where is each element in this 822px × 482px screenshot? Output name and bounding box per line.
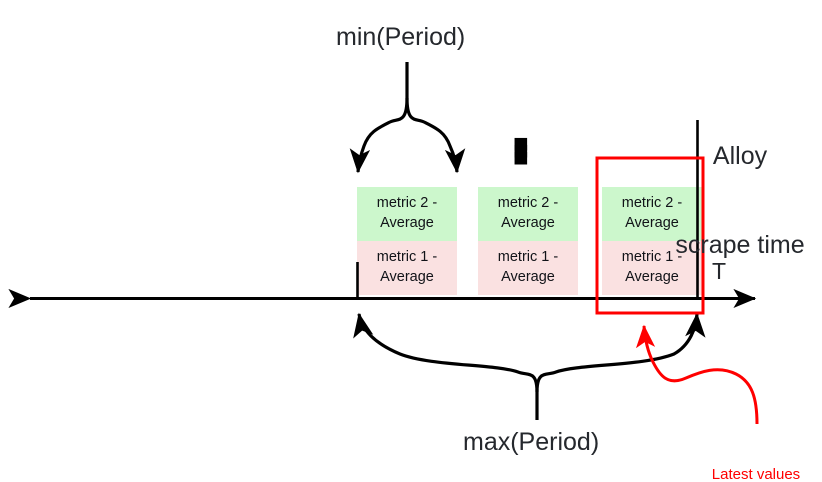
metric-2-cell: metric 2 - Average (602, 187, 702, 241)
period-group-2: metric 2 - Average metric 1 - Average (478, 187, 578, 295)
metric-2-line1: metric 2 - (376, 195, 438, 212)
max-period-label: max(Period) (463, 428, 600, 456)
metric-1-line1: metric 1 - (497, 249, 559, 266)
metric-1-line2: Average (501, 269, 555, 285)
metric-1-cell: metric 1 - Average (478, 241, 578, 295)
metric-2-line2: Average (380, 215, 434, 231)
metric-1-line1: metric 1 - (376, 249, 438, 266)
latest-values-pointer-arrow (635, 324, 759, 425)
period-group-3: metric 2 - Average metric 1 - Average (602, 187, 702, 295)
metric-2-line1: metric 2 - (621, 195, 683, 212)
metric-1-line1: metric 1 - (621, 249, 683, 266)
latest-values-line1: Latest values (711, 465, 801, 482)
alloy-scrape-time-line1: Alloy (712, 142, 768, 170)
latest-values-label: Latest values picked (693, 429, 819, 482)
axis-label-t: T (712, 258, 727, 284)
metric-1-cell: metric 1 - Average (602, 241, 702, 295)
metric-1-line2: Average (380, 269, 434, 285)
metric-2-cell: metric 2 - Average (478, 187, 578, 241)
metric-2-line1: metric 2 - (497, 195, 559, 212)
metric-1-line2: Average (625, 269, 679, 285)
metric-2-line2: Average (625, 215, 679, 231)
metric-2-line2: Average (501, 215, 555, 231)
metric-2-cell: metric 2 - Average (357, 187, 457, 241)
min-period-label: min(Period) (336, 23, 466, 51)
period-group-1: metric 2 - Average metric 1 - Average (357, 187, 457, 295)
alloy-scrape-time-line2: scrape time (675, 230, 805, 259)
min-period-arrow (349, 62, 466, 174)
latest-values-highlight-box (595, 156, 705, 315)
metric-1-cell: metric 1 - Average (357, 241, 457, 295)
max-period-arrow (353, 312, 706, 420)
alloy-scrape-time-label: Alloy scrape time (670, 83, 810, 319)
ellipsis-icon: ■■■ (513, 128, 529, 172)
